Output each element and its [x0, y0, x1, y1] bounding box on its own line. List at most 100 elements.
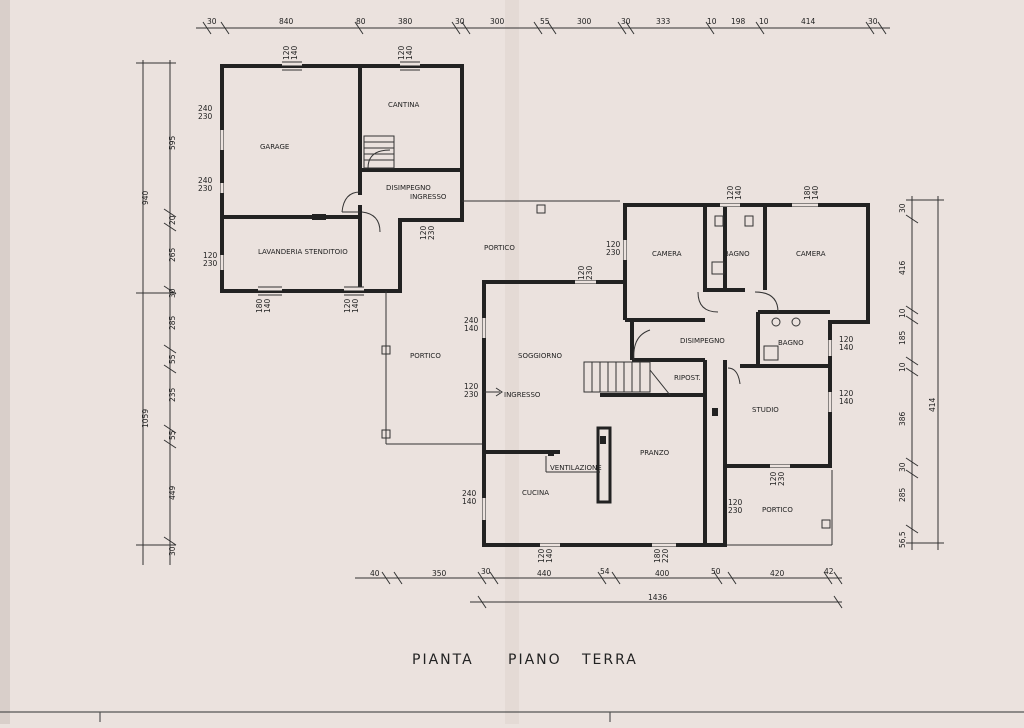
bottom-dim-3: 30: [481, 567, 491, 576]
portico-outlines: [381, 200, 833, 546]
right-dimension-chain: 30 416 10 185 10 386 30 285 56,5 414: [898, 196, 944, 550]
opening-lavanderia-left: 120 230: [203, 251, 218, 268]
bottom-dim-9: 42: [824, 567, 834, 576]
opening-bagno2-right: 120 140: [839, 335, 854, 352]
room-label-studio: STUDIO: [752, 406, 779, 414]
room-label-garage: GARAGE: [260, 143, 289, 151]
svg-text:120: 120: [537, 548, 546, 563]
room-label-camera-1: CAMERA: [652, 250, 682, 258]
svg-text:140: 140: [462, 497, 477, 506]
top-dimension-chain: 30 840 80 380 30 300 55 300 30 333 10 19…: [196, 17, 890, 35]
opening-camera2-top: 180 140: [803, 185, 820, 200]
svg-text:230: 230: [606, 248, 621, 257]
top-dim-12: 198: [731, 17, 746, 26]
svg-text:120: 120: [769, 471, 778, 486]
room-label-soggiorno: SOGGIORNO: [518, 352, 562, 360]
opening-cantina-top: 120 140: [397, 45, 414, 60]
svg-text:230: 230: [777, 471, 786, 486]
top-dim-2: 840: [279, 17, 294, 26]
svg-text:140: 140: [290, 45, 299, 60]
main-house-walls: [482, 203, 870, 547]
svg-text:230: 230: [198, 112, 213, 121]
top-dim-11: 10: [707, 17, 717, 26]
main-house-details: [482, 203, 832, 547]
left-dim-5: 285: [168, 315, 177, 330]
top-dim-14: 414: [801, 17, 816, 26]
opening-lavanderia-bottom-2: 120 140: [343, 298, 360, 313]
left-dimension-chain: 595 20 265 30 285 55 235 55 449 30 940 1…: [136, 60, 177, 565]
svg-text:120: 120: [726, 185, 735, 200]
svg-text:230: 230: [728, 506, 743, 515]
left-total-1: 940: [141, 190, 150, 205]
room-label-portico-left: PORTICO: [410, 352, 441, 360]
opening-ingresso-left: 120 230: [464, 382, 479, 399]
top-dim-13: 10: [759, 17, 769, 26]
top-dim-15: 30: [868, 17, 878, 26]
left-dim-9: 449: [168, 485, 177, 500]
left-dim-8: 55: [168, 430, 177, 440]
right-dim-3: 10: [898, 308, 907, 318]
room-label-bagno-2: BAGNO: [778, 339, 804, 347]
svg-text:120: 120: [282, 45, 291, 60]
top-dim-7: 55: [540, 17, 550, 26]
right-dim-7: 30: [898, 462, 907, 472]
room-label-disimpegno: DISIMPEGNO: [680, 337, 725, 345]
svg-text:140: 140: [464, 324, 479, 333]
west-block-details: [220, 61, 420, 296]
bottom-dim-5: 54: [600, 567, 610, 576]
bottom-dim-2: 350: [432, 569, 447, 578]
title-word-3: TERRA: [581, 652, 638, 668]
left-dim-1: 595: [168, 135, 177, 150]
room-label-pranzo: PRANZO: [640, 449, 670, 457]
right-dim-2: 416: [898, 260, 907, 275]
svg-text:230: 230: [464, 390, 479, 399]
opening-studio-bottom: 120 230: [769, 471, 786, 486]
room-label-disimpegno-ingresso-2: INGRESSO: [410, 193, 447, 201]
bottom-dim-4: 440: [537, 569, 552, 578]
room-label-lavanderia: LAVANDERIA STENDITOIO: [258, 248, 348, 256]
opening-studio-right: 120 140: [839, 389, 854, 406]
opening-ingresso-door: 120 230: [419, 225, 436, 240]
right-dim-5: 10: [898, 362, 907, 372]
svg-text:120: 120: [839, 389, 854, 398]
svg-text:140: 140: [263, 298, 272, 313]
right-dim-1: 30: [898, 203, 907, 213]
top-dim-9: 30: [621, 17, 631, 26]
room-label-cantina: CANTINA: [388, 101, 419, 109]
svg-text:140: 140: [405, 45, 414, 60]
right-dim-9: 56,5: [898, 531, 907, 548]
right-dim-6: 386: [898, 411, 907, 426]
paper-fold: [505, 0, 519, 724]
svg-text:140: 140: [734, 185, 743, 200]
svg-text:120: 120: [419, 225, 428, 240]
top-dim-1: 30: [207, 17, 217, 26]
right-dim-4: 185: [898, 330, 907, 345]
bottom-dim-7: 50: [711, 567, 721, 576]
svg-text:180: 180: [255, 298, 264, 313]
opening-soggiorno-left: 240 140: [464, 316, 479, 333]
room-label-portico-right: PORTICO: [762, 506, 793, 514]
room-label-cucina: CUCINA: [522, 489, 549, 497]
svg-text:120: 120: [203, 251, 218, 260]
drawing-title: PIANTA PIANO TERRA: [412, 652, 638, 668]
svg-text:120: 120: [397, 45, 406, 60]
bottom-dim-6: 400: [655, 569, 670, 578]
right-total: 414: [928, 397, 937, 412]
svg-text:140: 140: [839, 397, 854, 406]
west-block-walls: [220, 64, 464, 293]
svg-text:140: 140: [545, 548, 554, 563]
top-dim-4: 380: [398, 17, 413, 26]
room-label-ripostiglio: RIPOST.: [674, 374, 701, 382]
svg-text:230: 230: [203, 259, 218, 268]
title-word-1: PIANTA: [412, 652, 474, 668]
opening-garage-left-2: 240 230: [198, 176, 213, 193]
opening-bagno1-top: 120 140: [726, 185, 743, 200]
svg-text:180: 180: [653, 548, 662, 563]
left-dim-4: 30: [168, 288, 177, 298]
room-label-portico-top: PORTICO: [484, 244, 515, 252]
room-label-disimpegno-ingresso-1: DISIMPEGNO: [386, 184, 431, 192]
room-labels: GARAGE CANTINA DISIMPEGNO INGRESSO LAVAN…: [258, 101, 826, 514]
bottom-dimension-chain: 40 350 30 440 54 400 50 420 42 1436: [355, 567, 843, 609]
